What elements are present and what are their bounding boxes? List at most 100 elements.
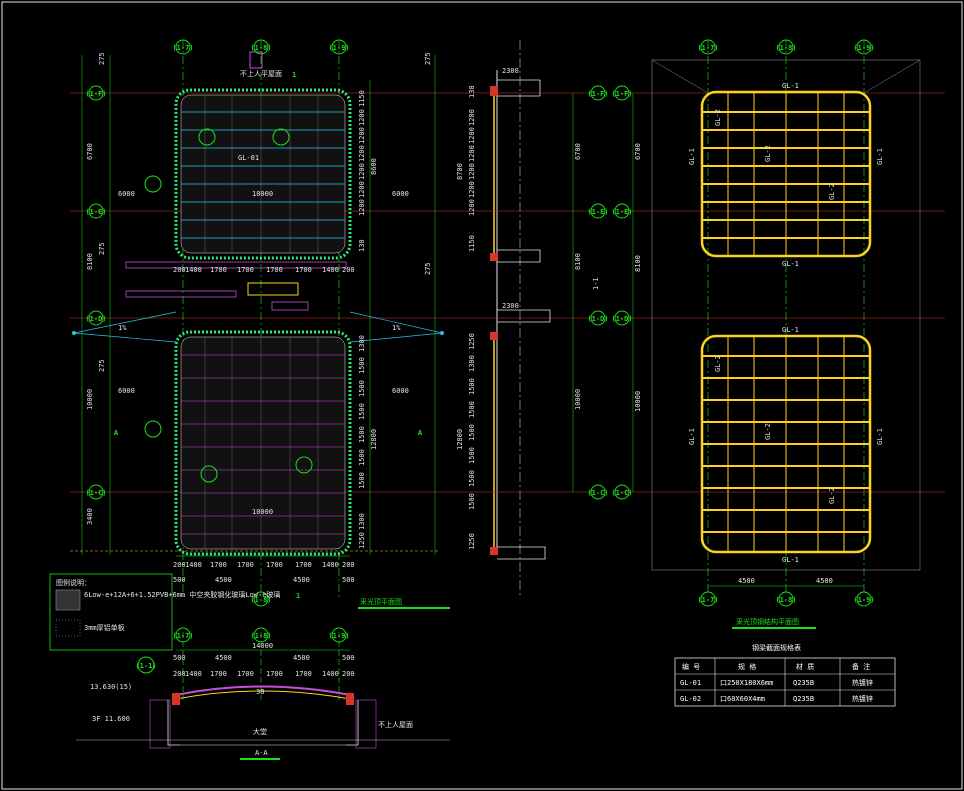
- grid-bubble-r-top-1-7: (1-7): [697, 39, 719, 55]
- svg-text:1500: 1500: [468, 493, 476, 510]
- grid-bubble-r-left-F: (1-F): [611, 85, 633, 101]
- plan-left-title: 采光顶平面图: [360, 597, 402, 606]
- svg-text:(1-9): (1-9): [853, 596, 874, 604]
- svg-text:(1-8): (1-8): [250, 632, 271, 640]
- svg-text:(1-C): (1-C): [85, 489, 106, 497]
- grid-bubble-r-top-1-9: (1-9): [853, 39, 875, 55]
- svg-text:500: 500: [342, 576, 355, 584]
- legend-title: 图例说明：: [56, 578, 91, 587]
- dim-left-8000: 6000: [118, 387, 135, 395]
- slope-left: 1%: [118, 324, 127, 332]
- svg-text:1400: 1400: [185, 670, 202, 678]
- svg-text:(1-F): (1-F): [85, 90, 106, 98]
- grid-bubble-r-left-C: (1-C): [611, 484, 633, 500]
- beam-label-left-upper: GL-1: [688, 148, 696, 165]
- aa-bubble-1-9: (1-9): [328, 627, 350, 643]
- r-dim-10000: 10000: [634, 391, 642, 412]
- section-mark-bottom: 1: [296, 592, 300, 600]
- plan-right: GL-1 GL-1 GL-1 GL-1 GL-1 GL-1 GL-1 GL-1 …: [611, 39, 945, 629]
- svg-text:1250: 1250: [358, 532, 366, 549]
- r-dim-bottom-2: 4500: [816, 577, 833, 585]
- plan-left: 1% 1% 不上人平屋面 (1-7) (1-8) (1-9) (1-F) (1-…: [70, 39, 450, 609]
- aa-title: A-A: [255, 749, 268, 757]
- dim-right-0: 275: [424, 52, 432, 65]
- svg-text:130: 130: [358, 239, 366, 252]
- beam-label-right-upper: GL-1: [876, 148, 884, 165]
- gutter-hatch-1: [125, 261, 347, 269]
- svg-text:1700: 1700: [266, 561, 283, 569]
- gl-label: GL-01: [238, 154, 259, 162]
- callout-bubbles: [144, 128, 313, 483]
- svg-text:口250X180X6mm: 口250X180X6mm: [720, 679, 773, 687]
- svg-text:(1-F): (1-F): [611, 90, 632, 98]
- svg-text:1400: 1400: [322, 561, 339, 569]
- svg-text:1150: 1150: [358, 90, 366, 107]
- dim-left-0: 275: [98, 52, 106, 65]
- svg-text:(1-C): (1-C): [611, 489, 632, 497]
- svg-text:1500: 1500: [358, 403, 366, 420]
- svg-text:1700: 1700: [237, 561, 254, 569]
- svg-text:200: 200: [342, 670, 355, 678]
- svg-text:热镀锌: 热镀锌: [852, 678, 873, 687]
- svg-text:1200: 1200: [358, 127, 366, 144]
- svg-text:1700: 1700: [266, 670, 283, 678]
- dim-left-5: 275: [98, 359, 106, 372]
- beam-label-secondary-6: GL-2: [828, 487, 836, 504]
- dim-right-2: 275: [424, 262, 432, 275]
- svg-text:4500: 4500: [293, 654, 310, 662]
- svg-text:1200: 1200: [468, 199, 476, 216]
- svg-text:130: 130: [468, 85, 476, 98]
- aa-bubble-1-8: (1-8): [250, 627, 272, 643]
- svg-text:1200: 1200: [358, 109, 366, 126]
- right-total-lower: 12800: [370, 429, 378, 450]
- svg-text:1700: 1700: [295, 670, 312, 678]
- svg-text:1500: 1500: [468, 447, 476, 464]
- grid-bubble-s11-F: (1-F): [587, 85, 609, 101]
- s11-left-dims-lower: 1250 1300 1500 1500 1500 1500 1500 1500 …: [468, 333, 476, 550]
- aa-bubble-1-7: (1-7): [172, 627, 194, 643]
- s11-dim-mid: 2300: [502, 302, 519, 310]
- grid-bubble-left-1-E: (1-E): [85, 203, 107, 219]
- hatch-note: 不上人平屋面: [240, 69, 282, 78]
- svg-text:1700: 1700: [210, 266, 227, 274]
- svg-text:(1-7): (1-7): [697, 44, 718, 52]
- svg-text:(1-E): (1-E): [587, 208, 608, 216]
- svg-text:1400: 1400: [185, 561, 202, 569]
- svg-text:1500: 1500: [468, 401, 476, 418]
- grid-bubble-r-top-1-8: (1-8): [775, 39, 797, 55]
- glass-panel-lower: [174, 330, 352, 556]
- beam-label-left-lower: GL-1: [688, 428, 696, 445]
- width-upper: 10000: [252, 190, 273, 198]
- svg-text:1500: 1500: [358, 380, 366, 397]
- svg-text:1200: 1200: [468, 127, 476, 144]
- dim-right-1: 6000: [392, 190, 409, 198]
- dim-left-3: 275: [98, 242, 106, 255]
- section-1-1: (1-F) (1-E) (1-D) (1-C) 2300 2300 6700 8…: [440, 40, 609, 595]
- svg-text:4500: 4500: [215, 654, 232, 662]
- aa-tag: (1-1): [135, 656, 157, 674]
- table-header-0: 编 号: [682, 662, 700, 671]
- svg-text:1200: 1200: [468, 145, 476, 162]
- aa-level-2: 3F 11.600: [92, 715, 130, 723]
- dim-left-4: 8100: [86, 253, 94, 270]
- grid-bubble-bottom-1-8: (1-8): [250, 591, 272, 607]
- svg-text:(1-E): (1-E): [85, 208, 106, 216]
- svg-text:(1-7): (1-7): [172, 44, 193, 52]
- dim-left-1: 6700: [86, 143, 94, 160]
- beam-label-secondary-4: GL-2: [714, 355, 722, 372]
- svg-text:(1-8): (1-8): [250, 596, 271, 604]
- svg-text:1500: 1500: [358, 449, 366, 466]
- svg-text:Q235B: Q235B: [793, 695, 814, 703]
- right-dims-lower: 1300 1500 1500 1500 1500 1500 1500 1300 …: [358, 335, 366, 549]
- svg-text:(1-D): (1-D): [85, 315, 106, 323]
- s11-left-total-upper: 8700: [456, 163, 464, 180]
- svg-text:1200: 1200: [468, 109, 476, 126]
- grid-bubble-left-1-C: (1-C): [85, 484, 107, 500]
- beam-label-secondary-3: GL-2: [828, 183, 836, 200]
- svg-text:(1-1): (1-1): [135, 662, 156, 670]
- svg-text:1200: 1200: [358, 181, 366, 198]
- grid-bubble-left-1-D: (1-D): [85, 310, 107, 326]
- dims-row-upper: 200 1400 1700 1700 1700 1700 1400 200: [173, 266, 355, 274]
- plan-right-title: 采光顶钢结构平面图: [736, 617, 799, 626]
- svg-text:500: 500: [342, 654, 355, 662]
